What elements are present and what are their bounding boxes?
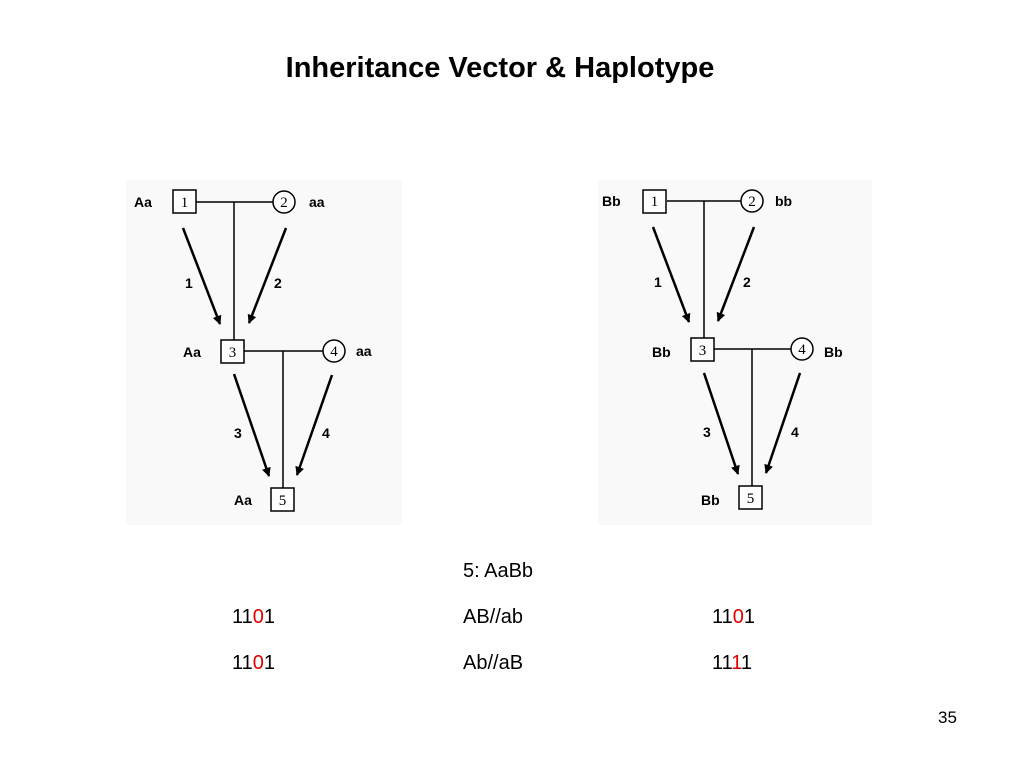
svg-text:2: 2 [274, 275, 282, 291]
arrow-4: 4 [764, 372, 802, 474]
page-number: 35 [938, 708, 957, 727]
arrow-3: 3 [702, 372, 740, 475]
genotype-label: Bb [701, 492, 720, 508]
svg-text:3: 3 [234, 425, 242, 441]
svg-text:2: 2 [280, 195, 288, 211]
svg-text:2: 2 [748, 194, 756, 210]
pedigree-b: 1 Bb 2 bb 3 Bb 4 Bb 5 Bb 1 2 [598, 180, 872, 525]
individual-2: 2 bb [740, 189, 792, 213]
arrow-4: 4 [295, 374, 334, 476]
genotype-label: Aa [134, 194, 152, 210]
individual-3: 3 Bb [652, 337, 715, 362]
haplotype-row-1: AB//ab [463, 606, 524, 628]
arrow-2: 2 [247, 227, 288, 324]
genotype-label: aa [309, 194, 325, 210]
individual-2: 2 aa [272, 190, 325, 214]
genotype-label: Bb [824, 344, 843, 360]
svg-text:2: 2 [743, 274, 751, 290]
individual-5: 5 Bb [701, 485, 763, 510]
genotype-label: bb [775, 193, 792, 209]
pedigree-a: 1 Aa 2 aa 3 Aa 4 aa 5 Aa 1 2 [126, 180, 402, 525]
svg-text:3: 3 [229, 345, 237, 361]
svg-text:3: 3 [703, 424, 711, 440]
svg-text:5: 5 [279, 493, 287, 509]
svg-text:4: 4 [330, 344, 338, 360]
individual-3: 3 Aa [183, 339, 245, 364]
inheritance-vector-b-row-1: 1101 [712, 606, 756, 628]
inheritance-vector-a-row-2: 1101 [232, 652, 276, 674]
slide-title: Inheritance Vector & Haplotype [285, 52, 715, 84]
arrow-2: 2 [716, 226, 756, 322]
individual-5: 5 Aa [234, 487, 295, 512]
svg-text:4: 4 [791, 424, 799, 440]
svg-text:1: 1 [185, 275, 193, 291]
svg-text:5: 5 [747, 491, 755, 507]
individual-1: 1 Bb [602, 189, 667, 214]
svg-text:4: 4 [322, 425, 330, 441]
individual-4: 4 Bb [790, 337, 843, 361]
genotype-label: Aa [183, 344, 201, 360]
genotype-label: aa [356, 343, 372, 359]
individual-4: 4 aa [322, 339, 372, 363]
inheritance-vector-a-row-1: 1101 [232, 606, 276, 628]
arrow-1: 1 [651, 226, 691, 323]
svg-text:1: 1 [651, 194, 659, 210]
arrow-3: 3 [232, 373, 271, 477]
svg-text:1: 1 [181, 195, 189, 211]
arrow-1: 1 [181, 227, 222, 325]
svg-text:4: 4 [798, 342, 806, 358]
offspring-genotype-header: 5: AaBb [463, 560, 534, 582]
inheritance-vector-b-row-2: 1111 [712, 652, 753, 674]
genotype-label: Aa [234, 492, 252, 508]
haplotype-row-2: Ab//aB [463, 652, 524, 674]
svg-text:1: 1 [654, 274, 662, 290]
svg-text:3: 3 [699, 343, 707, 359]
individual-1: 1 Aa [134, 189, 197, 214]
genotype-label: Bb [602, 193, 621, 209]
genotype-label: Bb [652, 344, 671, 360]
